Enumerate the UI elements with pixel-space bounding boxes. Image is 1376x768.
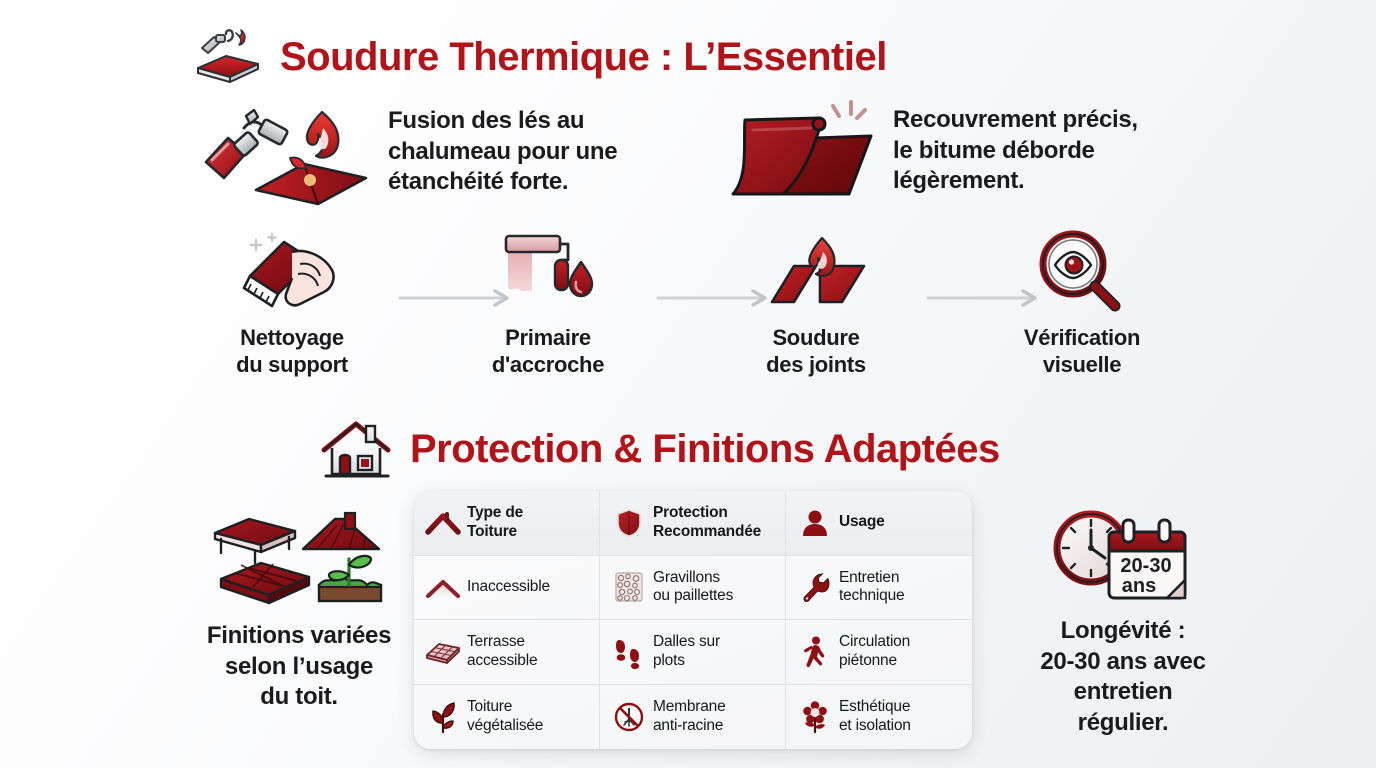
calendar-badge-line1: 20-30 bbox=[1120, 555, 1171, 577]
arrow-right-icon bbox=[656, 288, 774, 308]
longevite-block: 20-30 ans Longévité : 20-30 ans avec ent… bbox=[1000, 500, 1246, 739]
cleaning-brush-hand-icon bbox=[202, 228, 382, 314]
plant-leaves-icon bbox=[428, 701, 458, 733]
table-cell-label: Gravillons ou paillettes bbox=[653, 568, 734, 605]
table-header-type-de-toiture: Type de Toiture bbox=[414, 491, 600, 556]
table-row: Terrasse accessible Dalles sur plots bbox=[414, 620, 972, 685]
roof-finishes-collage-icon bbox=[176, 505, 422, 613]
table-cell-usage: Circulation piétonne bbox=[786, 620, 972, 685]
no-root-icon bbox=[614, 702, 644, 732]
torch-flame-membrane-icon bbox=[198, 98, 374, 206]
finitions-text: Finitions variées selon l’usage du toit. bbox=[206, 622, 392, 711]
protection-table-card: Type de Toiture Protection Recommandée bbox=[414, 491, 972, 749]
tiled-terrace-icon bbox=[426, 637, 460, 667]
process-step-label: Soudure des joints bbox=[766, 325, 866, 378]
process-step-primaire: Primaire d'accroche bbox=[458, 228, 638, 378]
table-cell-protection: Membrane anti-racine bbox=[600, 684, 786, 749]
process-step-label: Primaire d'accroche bbox=[491, 325, 605, 378]
table-cell-label: Dalles sur plots bbox=[653, 633, 720, 669]
table-cell-usage: Entretien technique bbox=[786, 556, 972, 620]
table-cell-usage: Esthétique et isolation bbox=[786, 685, 972, 750]
process-step-verification: Vérification visuelle bbox=[992, 228, 1172, 378]
table-cell-label: Toiture végétalisée bbox=[467, 698, 544, 734]
highlight-fusion-text: Fusion des lés au chalumeau pour une éta… bbox=[388, 107, 618, 196]
arrow-right-icon bbox=[398, 288, 516, 308]
wrench-icon bbox=[800, 572, 830, 603]
process-step-soudure: Soudure des joints bbox=[726, 228, 906, 378]
process-steps: Nettoyage du support bbox=[186, 228, 1206, 383]
table-header-label: Usage bbox=[839, 513, 885, 531]
table-cell-label: Membrane anti-racine bbox=[653, 698, 726, 734]
arrow-right-icon bbox=[926, 288, 1044, 308]
gravel-texture-icon bbox=[614, 572, 644, 602]
magnifier-eye-icon bbox=[992, 228, 1172, 314]
table-row: Inaccessible Gravillons ou paillettes bbox=[414, 555, 972, 620]
roof-flat-peak-icon bbox=[426, 572, 460, 602]
table-header-usage: Usage bbox=[786, 491, 972, 556]
longevite-text: Longévité : 20-30 ans avec entretien rég… bbox=[1040, 617, 1206, 737]
highlight-recouvrement-text: Recouvrement précis, le bitume déborde l… bbox=[893, 106, 1138, 195]
process-step-label: Vérification visuelle bbox=[1023, 325, 1141, 378]
table-header-label: Type de Toiture bbox=[467, 504, 524, 540]
shield-icon bbox=[614, 508, 644, 538]
highlight-block-recouvrement: Recouvrement précis, le bitume déborde l… bbox=[723, 98, 1138, 204]
footprints-icon bbox=[614, 637, 644, 669]
table-cell-protection: Dalles sur plots bbox=[600, 620, 786, 685]
house-roof-icon bbox=[321, 418, 392, 480]
person-icon bbox=[800, 508, 830, 538]
finitions-block: Finitions variées selon l’usage du toit. bbox=[176, 505, 422, 713]
paint-roller-drop-icon bbox=[458, 228, 638, 314]
folded-membrane-roll-icon bbox=[723, 98, 879, 204]
table-cell-label: Entretien technique bbox=[839, 568, 905, 605]
roof-peak-icon bbox=[425, 508, 461, 538]
section-two-title: Protection & Finitions Adaptées bbox=[321, 418, 1000, 480]
table-header-row: Type de Toiture Protection Recommandée bbox=[414, 491, 972, 556]
clock-calendar-icon: 20-30 ans bbox=[1000, 500, 1246, 608]
blowtorch-membrane-icon bbox=[196, 28, 262, 86]
table-cell-toiture-type: Toiture végétalisée bbox=[414, 684, 600, 749]
section-two-title-text: Protection & Finitions Adaptées bbox=[410, 426, 1000, 471]
table-row: Toiture végétalisée Membrane anti-racine bbox=[414, 684, 972, 750]
table-header-protection: Protection Recommandée bbox=[600, 491, 786, 556]
flame-seam-weld-icon bbox=[726, 228, 906, 314]
table-cell-toiture-type: Inaccessible bbox=[414, 555, 600, 620]
table-cell-toiture-type: Terrasse accessible bbox=[414, 620, 600, 685]
process-step-nettoyage: Nettoyage du support bbox=[202, 228, 382, 378]
table-cell-protection: Gravillons ou paillettes bbox=[600, 555, 786, 620]
table-cell-label: Terrasse accessible bbox=[467, 633, 538, 669]
section-one-title-text: Soudure Thermique : L’Essentiel bbox=[280, 34, 887, 79]
table-header-label: Protection Recommandée bbox=[653, 504, 762, 540]
process-step-label: Nettoyage du support bbox=[236, 325, 348, 378]
calendar-badge-line2: ans bbox=[1122, 575, 1156, 597]
highlight-block-fusion: Fusion des lés au chalumeau pour une éta… bbox=[198, 98, 618, 206]
walking-person-icon bbox=[800, 636, 830, 667]
table-cell-label: Circulation piétonne bbox=[839, 633, 911, 669]
flower-icon bbox=[800, 700, 830, 733]
table-cell-label: Esthétique et isolation bbox=[839, 698, 911, 734]
section-one-title: Soudure Thermique : L’Essentiel bbox=[196, 28, 887, 86]
table-cell-label: Inaccessible bbox=[467, 577, 550, 595]
